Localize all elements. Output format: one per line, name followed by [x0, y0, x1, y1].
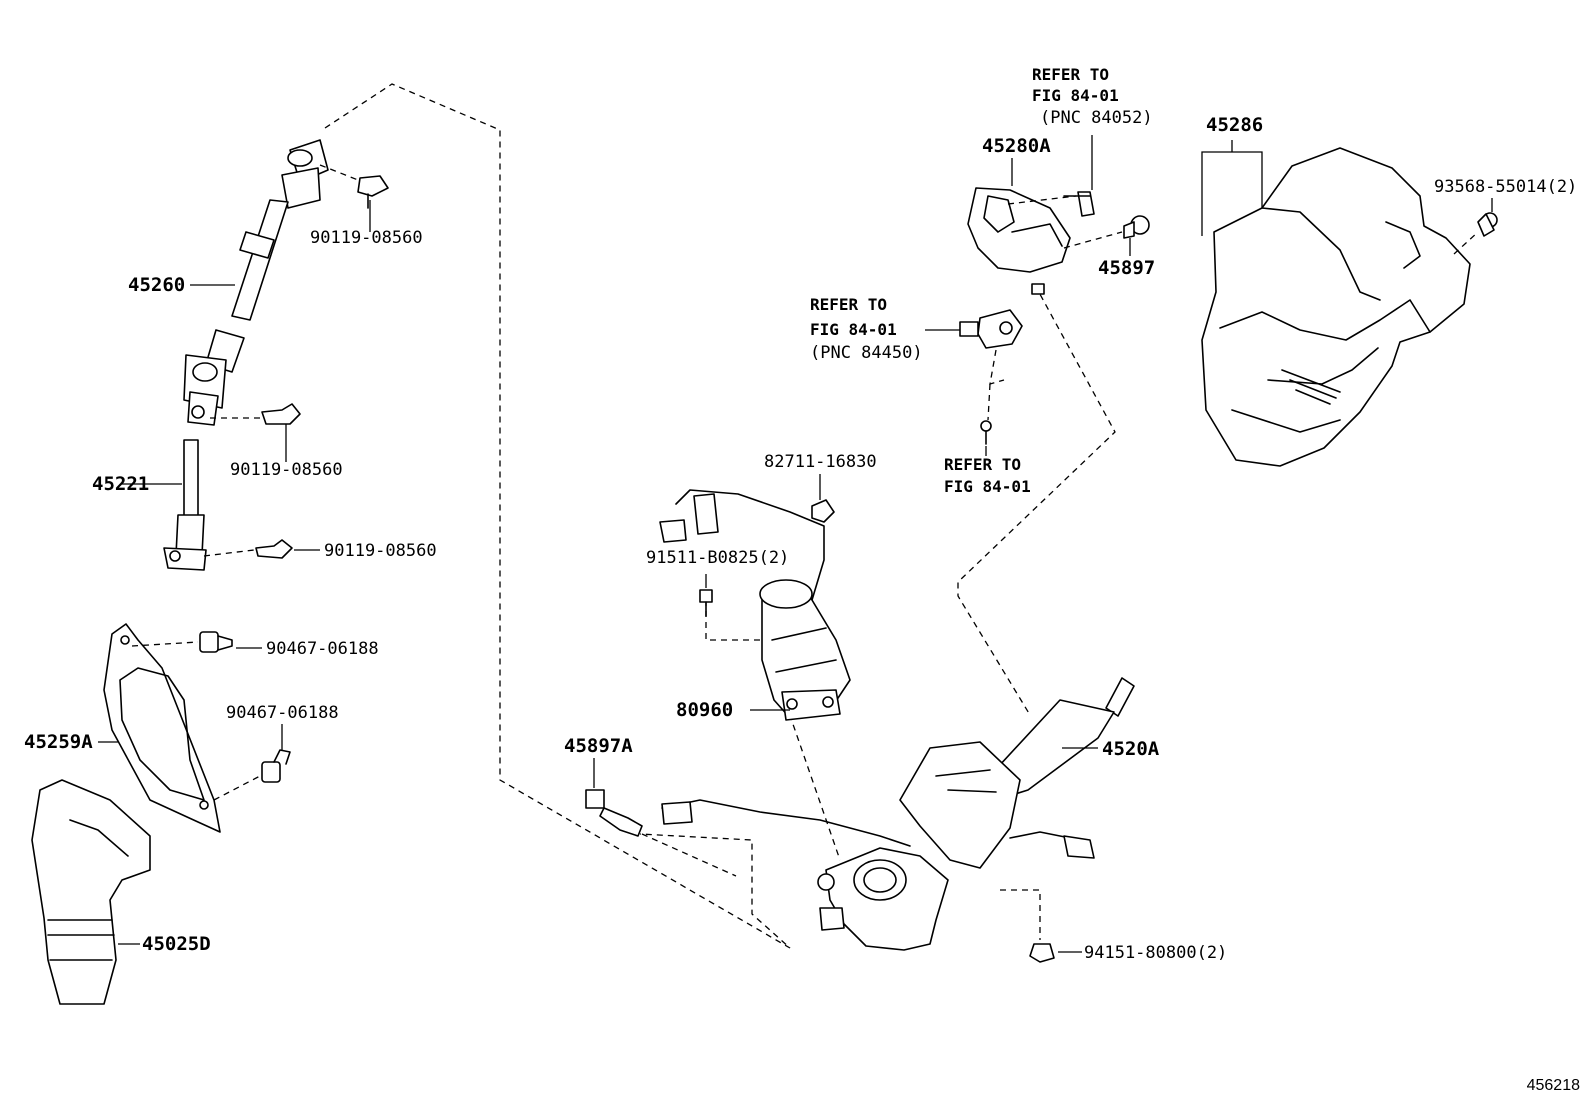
power-steering-motor-80960 — [659, 489, 851, 721]
screw-93568-55014 — [1477, 212, 1498, 237]
label-91511-b0825: 91511-B0825(2) — [646, 548, 789, 568]
label-45286: 45286 — [1206, 114, 1263, 136]
bolt-90119-08560-top — [357, 175, 389, 209]
switch-pnc-84450 — [959, 309, 1023, 349]
label-45260: 45260 — [128, 274, 185, 296]
bolt-45897A — [585, 789, 643, 837]
clamp-82711-16830 — [811, 499, 835, 523]
steering-column-4520A — [661, 677, 1135, 951]
ref-mid-line2: FIG 84-01 — [810, 320, 897, 339]
column-cover-45286 — [1201, 147, 1471, 467]
steering-column-boot-45025D — [31, 779, 151, 1005]
shaft-assembly-dashed-outline — [324, 83, 791, 949]
label-45280A: 45280A — [982, 135, 1051, 157]
figure-number: 456218 — [1527, 1077, 1580, 1094]
bolt-90119-08560-middle — [261, 403, 301, 425]
clip-90467-06188-middle — [261, 749, 291, 783]
label-90119-08560-a: 90119-08560 — [310, 228, 423, 248]
label-90467-06188-a: 90467-06188 — [266, 639, 379, 659]
screw-fig-84-01 — [980, 420, 992, 445]
nut-94151-80800 — [1029, 943, 1055, 963]
label-94151-80800: 94151-80800(2) — [1084, 943, 1227, 963]
connector-pnc-84052 — [1063, 191, 1095, 217]
label-45897: 45897 — [1098, 257, 1155, 279]
label-90467-06188-b: 90467-06188 — [226, 703, 339, 723]
ref-mid-line3: (PNC 84450) — [810, 343, 923, 363]
column-hole-cover-45259A — [103, 623, 221, 833]
steering-shaft-45221 — [163, 439, 207, 571]
ref-low-line1: REFER TO — [944, 455, 1021, 474]
bolt-91511-b0825 — [699, 589, 713, 617]
label-45221: 45221 — [92, 473, 149, 495]
label-90119-08560-c: 90119-08560 — [324, 541, 437, 561]
label-93568-55014: 93568-55014(2) — [1434, 177, 1577, 197]
ref-top-line2: FIG 84-01 — [1032, 86, 1119, 105]
ref-low-line2: FIG 84-01 — [944, 477, 1031, 496]
label-80960: 80960 — [676, 699, 733, 721]
label-90119-08560-b: 90119-08560 — [230, 460, 343, 480]
column-dashed-link-upper — [957, 284, 1116, 716]
motor-dashed-link — [785, 703, 841, 861]
key-cylinder-housing-45280A — [967, 187, 1071, 295]
ref-mid-line1: REFER TO — [810, 295, 887, 314]
screw-45897 — [1123, 215, 1150, 239]
bolt-90119-08560-bottom — [255, 539, 293, 559]
label-45025D: 45025D — [142, 933, 211, 955]
clip-90467-06188-top — [199, 631, 233, 653]
ref-top-line3: (PNC 84052) — [1040, 108, 1153, 128]
label-82711-16830: 82711-16830 — [764, 452, 877, 472]
ref-top-line1: REFER TO — [1032, 65, 1109, 84]
bracket-dashed-link — [705, 600, 760, 641]
intermediate-shaft-45260 — [183, 139, 329, 426]
label-45897A: 45897A — [564, 735, 633, 757]
label-4520A: 4520A — [1102, 738, 1160, 760]
label-45259A: 45259A — [24, 731, 93, 753]
